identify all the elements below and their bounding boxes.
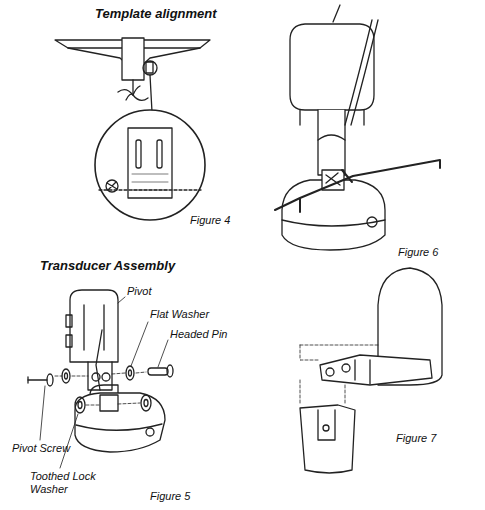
figure-caption: Figure 6 [398, 246, 438, 259]
part-label: Flat Washer [150, 308, 209, 321]
section-heading: Template alignment [95, 6, 217, 21]
figure-caption: Figure 4 [190, 214, 230, 227]
transom-view [55, 38, 210, 112]
part-label: Pivot [127, 285, 151, 298]
part-label: Pivot Screw [12, 442, 70, 455]
figure-caption: Figure 7 [396, 432, 436, 445]
figure-caption: Figure 5 [150, 490, 190, 503]
part-label: Toothed Lock Washer [30, 470, 110, 496]
section-heading: Transducer Assembly [40, 258, 175, 273]
part-label: Headed Pin [170, 328, 228, 341]
mounted-transducer [275, 5, 440, 250]
magnified-template [95, 110, 205, 220]
bracket-and-transducer [300, 268, 442, 473]
